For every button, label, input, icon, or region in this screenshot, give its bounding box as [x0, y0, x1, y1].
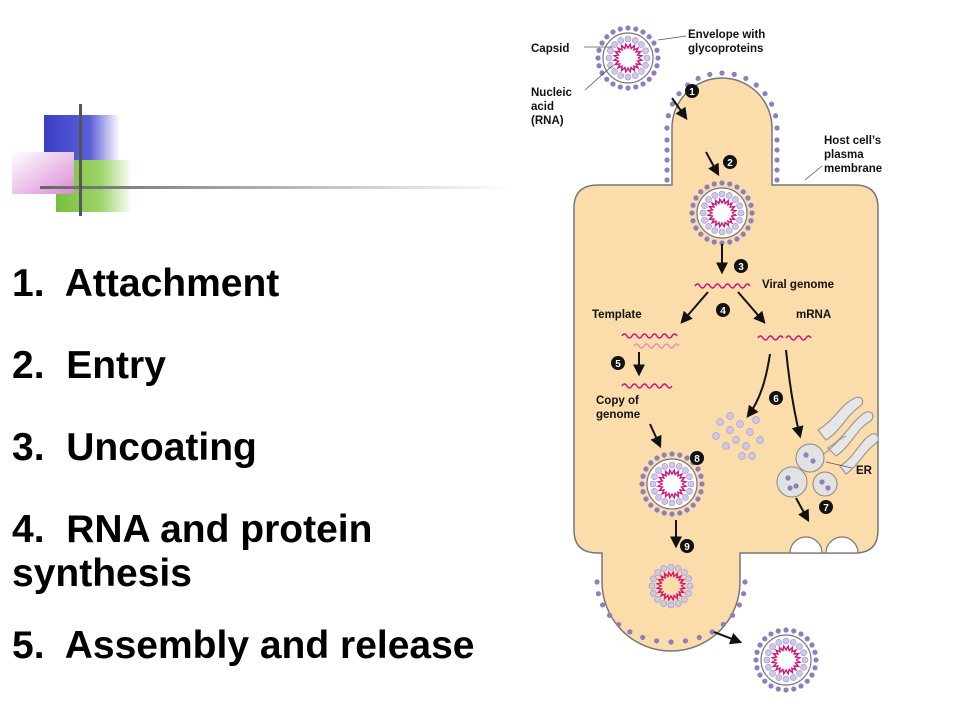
arrow-to-proteins	[746, 353, 771, 418]
svg-text:1: 1	[689, 87, 695, 98]
virus-assembled	[639, 451, 705, 517]
svg-text:9: 9	[684, 542, 690, 553]
virus-free	[595, 25, 661, 91]
label-er: ER	[856, 465, 873, 477]
deco-vertical-rule	[79, 104, 82, 216]
step-uncoating: 3. Uncoating	[12, 426, 475, 470]
step-number: 2.	[12, 344, 45, 387]
step-text: Entry	[66, 344, 166, 387]
step-badge-8: 8	[690, 451, 704, 465]
genome-copy-strand	[621, 383, 673, 389]
step-entry: 2. Entry	[12, 344, 475, 388]
label-host-line1: Host cell’s	[824, 135, 881, 147]
step-number: 4.	[12, 508, 45, 551]
label-viral-genome: Viral genome	[762, 279, 834, 291]
label-host-line3: membrane	[824, 163, 882, 175]
er-membranes	[817, 396, 879, 475]
step-assembly-release: 5. Assembly and release	[12, 624, 475, 668]
label-mrna: mRNA	[796, 309, 831, 321]
step-text: RNA and protein	[66, 508, 373, 551]
arrow-to-mrna	[737, 291, 766, 324]
arrow-to-er	[785, 349, 804, 439]
svg-text:7: 7	[823, 503, 829, 514]
step-badge-3: 3	[734, 259, 748, 273]
exocytosis-pits	[789, 536, 859, 554]
step-badge-4: 4	[716, 303, 730, 317]
label-leader-lines	[584, 35, 853, 469]
step-badge-7: 7	[819, 500, 833, 514]
step-attachment: 1. Attachment	[12, 262, 475, 306]
label-envelope-line2: glycoproteins	[688, 43, 763, 55]
step-number: 3.	[12, 426, 45, 469]
svg-text:2: 2	[727, 158, 733, 169]
process-arrows	[633, 97, 810, 645]
step-badge-6: 6	[769, 391, 783, 405]
step-text: Uncoating	[66, 426, 257, 469]
svg-text:5: 5	[615, 359, 621, 370]
virus-particles	[595, 25, 819, 693]
step-badge-5: 5	[611, 356, 625, 370]
arrow-exocytosis	[795, 497, 810, 523]
arrow-to-assembly	[649, 423, 662, 449]
label-envelope-line1: Envelope with	[688, 29, 765, 41]
template-copy-strand	[633, 343, 680, 349]
step-text-continued: synthesis	[12, 552, 192, 595]
label-nucleic-line2: acid	[531, 101, 554, 113]
svg-text:3: 3	[738, 262, 744, 273]
er-vesicles	[776, 443, 838, 498]
viral-replication-diagram: Capsid Envelope with glycoproteins Nucle…	[531, 25, 882, 693]
step-badge-9: 9	[680, 539, 694, 553]
arrow-release	[713, 631, 743, 645]
step-text: Attachment	[64, 262, 280, 305]
virus-budding	[648, 563, 694, 609]
virus-released	[753, 627, 819, 693]
step-text: Assembly and release	[64, 624, 475, 667]
capsid-protein-cluster	[712, 412, 831, 491]
step-number: 1.	[12, 262, 45, 305]
arrow-entry	[705, 151, 720, 177]
arrow-attachment	[671, 97, 688, 120]
label-host-line2: plasma	[824, 149, 864, 161]
label-nucleic-line1: Nucleic	[531, 87, 573, 99]
rna-strands	[621, 283, 812, 389]
svg-text:8: 8	[694, 454, 700, 465]
label-capsid: Capsid	[531, 43, 569, 55]
deco-horizontal-rule	[40, 186, 515, 189]
label-copy-line1: Copy of	[596, 395, 639, 407]
label-template: Template	[592, 309, 642, 321]
corner-decoration	[12, 104, 515, 216]
step-badge-2: 2	[723, 155, 737, 169]
label-nucleic-line3: (RNA)	[531, 115, 564, 127]
mrna-strand-1	[757, 335, 784, 341]
label-copy-line2: genome	[596, 409, 640, 421]
mrna-strand-2	[785, 335, 812, 341]
template-strand	[621, 333, 678, 339]
virus-entered	[689, 180, 755, 246]
step-number: 5.	[12, 624, 45, 667]
replication-steps-list: 1. Attachment 2. Entry 3. Uncoating 4. R…	[12, 262, 475, 706]
viral-genome-strand	[694, 283, 751, 289]
step-badge-1: 1	[685, 84, 699, 98]
svg-text:6: 6	[773, 394, 779, 405]
arrow-to-template	[680, 291, 709, 324]
svg-text:4: 4	[720, 306, 726, 317]
